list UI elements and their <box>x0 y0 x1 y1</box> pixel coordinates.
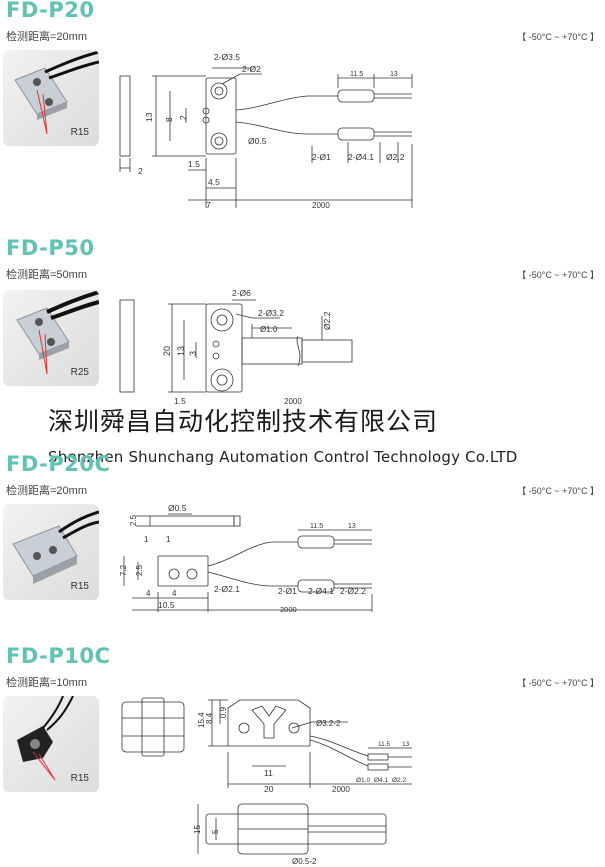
dim-hole: 2-Ø2.1 <box>214 584 240 594</box>
section-title-fd-p20c: FD-P20C <box>6 452 111 476</box>
dim-length: 2000 <box>332 785 350 794</box>
product-photo: R15 <box>3 50 99 146</box>
dim-h2: 0.9 <box>219 706 228 718</box>
dim-length: 2000 <box>284 397 302 406</box>
dim-sleeve2: 13 <box>390 71 398 78</box>
dim-h4: 15 <box>193 825 202 834</box>
dim-w1: 11 <box>264 768 273 778</box>
bend-radius: R15 <box>70 773 89 784</box>
dim-hole1: 2-Ø3.5 <box>214 52 240 62</box>
dim-length: 2000 <box>280 605 297 614</box>
technical-drawing-fd-p10c: 8.4 0.9 15.4 Ø3.2-2 11 20 2000 11.5 13 Ø… <box>121 697 412 866</box>
dim-w2: 4 <box>172 589 177 598</box>
dim-h-total: 13 <box>144 112 154 122</box>
dim-w1: 1.5 <box>188 159 200 169</box>
dim-h2: 7.2 <box>119 564 128 576</box>
dim-sleeve1: 11.5 <box>350 71 363 78</box>
dim-s1: 1 <box>144 535 149 544</box>
dim-h-total: 20 <box>162 346 172 356</box>
temperature-range: 【 -50°C ~ +70°C 】 <box>517 270 599 280</box>
dim-core: Ø1.0 <box>356 777 370 784</box>
detection-distance: 检测距离=10mm <box>6 677 87 689</box>
dim-h-inner: 13 <box>176 346 186 356</box>
dim-sheath: 2-Ø2.2 <box>340 586 366 596</box>
technical-drawing-fd-p20: 2-Ø3.5 2-Ø2 Ø0.5 13 8 2 2 1.5 4.5 7 2000… <box>119 52 413 210</box>
dim-sleeve1: 11.5 <box>310 523 323 530</box>
technical-drawing-fd-p20c: Ø0.5 2.5 1 1 7.2 2.5 4 4 10.5 2-Ø2.1 200… <box>119 503 373 614</box>
dim-h1: 2.5 <box>129 514 138 526</box>
product-photo: R15 <box>3 504 99 600</box>
dim-sleeve-dia: Ø4.1 <box>374 777 388 784</box>
detection-distance: 检测距离=50mm <box>6 269 87 281</box>
dim-wire: Ø0.5 <box>168 503 187 513</box>
dim-sleeve-dia: 2-Ø4.1 <box>348 152 374 162</box>
company-name-en: Shenzhen Shunchang Automation Control Te… <box>48 448 518 466</box>
dim-w2: 4.5 <box>208 177 220 187</box>
dim-w2: 20 <box>264 784 274 794</box>
dim-h3: 15.4 <box>197 712 206 728</box>
dim-w1: 1.5 <box>174 396 186 406</box>
dim-sleeve2: 13 <box>402 741 410 748</box>
dim-sheath: Ø2.2 <box>322 311 332 330</box>
dim-sleeve1: 11.5 <box>378 741 391 748</box>
bend-radius: R15 <box>70 127 89 138</box>
dim-h3: 2.5 <box>135 564 144 576</box>
dim-w3: 10.5 <box>158 600 175 610</box>
dim-wire: Ø0.5-2 <box>292 857 317 866</box>
section-title-fd-p20: FD-P20 <box>6 0 95 22</box>
dim-hole1: 2-Ø6 <box>232 288 251 298</box>
bend-radius: R25 <box>70 367 89 378</box>
detection-distance: 检测距离=20mm <box>6 31 87 43</box>
dim-bore: Ø3.2-2 <box>316 719 341 728</box>
dim-h-small: 2 <box>178 115 188 120</box>
dim-core: 2-Ø1 <box>278 586 297 596</box>
product-photo: R25 <box>3 290 99 386</box>
temperature-range: 【 -50°C ~ +70°C 】 <box>517 486 599 496</box>
dim-sleeve-dia: 2-Ø4.1 <box>308 586 334 596</box>
dim-s2: 1 <box>166 535 171 544</box>
dim-w3: 7 <box>206 200 211 210</box>
company-name-cn: 深圳舜昌自动化控制技术有限公司 <box>48 407 439 436</box>
dim-w1: 4 <box>146 589 151 598</box>
section-title-fd-p10c: FD-P10C <box>6 644 111 668</box>
section-title-fd-p50: FD-P50 <box>6 236 95 260</box>
technical-drawing-fd-p50: 2-Ø6 2-Ø3.2 Ø1.0 Ø2.2 20 13 3 1.5 2000 <box>119 288 353 406</box>
dim-sheath: Ø2.2 <box>386 152 405 162</box>
dim-h1: 8.4 <box>205 712 214 724</box>
dim-hole2: 2-Ø3.2 <box>258 308 284 318</box>
dim-sheath: Ø2.2 <box>392 777 406 784</box>
temperature-range: 【 -50°C ~ +70°C 】 <box>517 32 599 42</box>
dim-h5: 5 <box>211 829 220 834</box>
product-photo: R15 <box>3 696 99 792</box>
dim-thickness: 2 <box>138 166 143 176</box>
dim-core: 2-Ø1 <box>312 152 331 162</box>
dim-h-inner: 8 <box>164 117 174 122</box>
dim-length: 2000 <box>312 201 330 210</box>
detection-distance: 检测距离=20mm <box>6 485 87 497</box>
temperature-range: 【 -50°C ~ +70°C 】 <box>517 678 599 688</box>
bend-radius: R15 <box>70 581 89 592</box>
dim-core: Ø1.0 <box>260 325 278 334</box>
dim-h-small: 3 <box>188 351 198 356</box>
dim-sleeve2: 13 <box>348 523 356 530</box>
dim-wire: Ø0.5 <box>248 136 267 146</box>
dim-hole2: 2-Ø2 <box>242 64 261 74</box>
